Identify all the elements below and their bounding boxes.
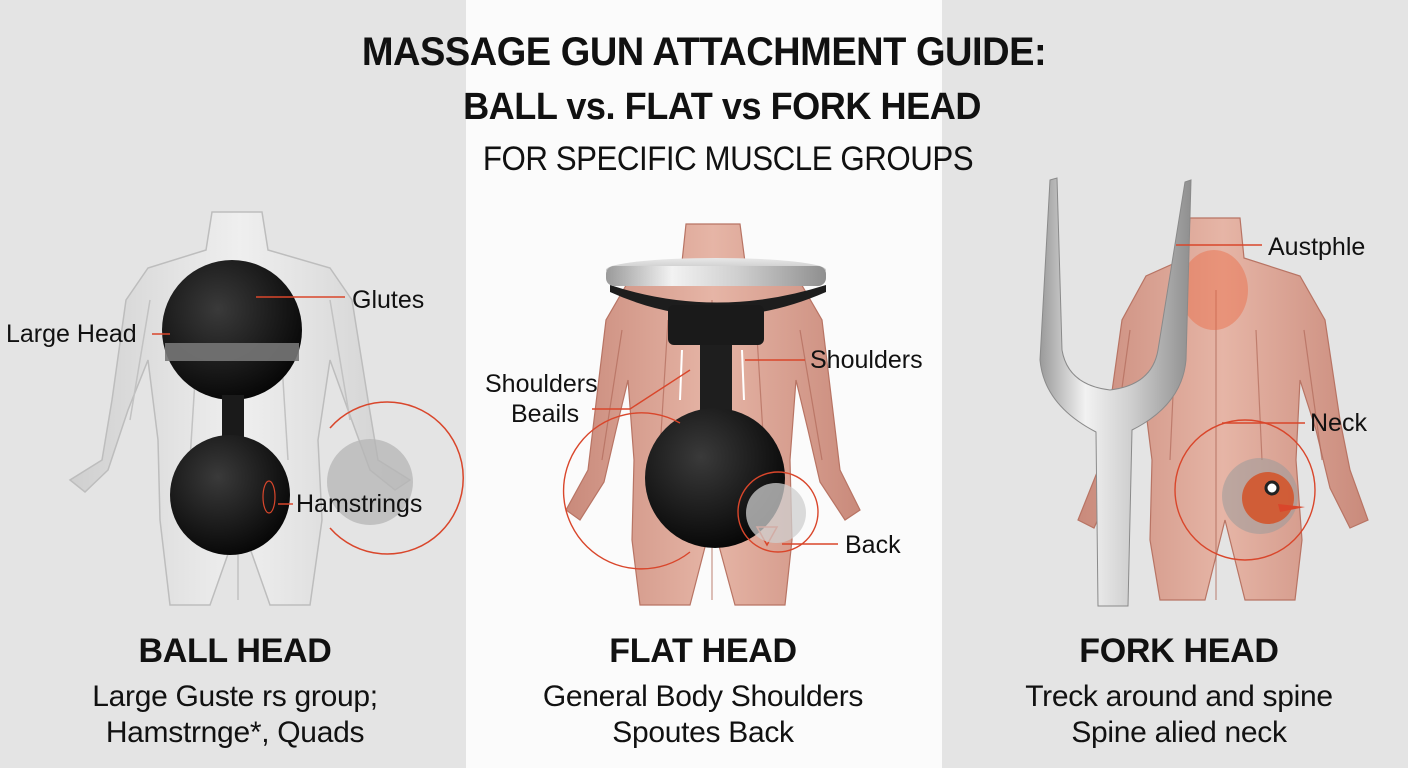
callout-austphle: Austphle (1268, 233, 1366, 261)
callout-shoulders-left: Shoulders (485, 370, 598, 398)
ball-head-attachment (162, 260, 302, 555)
flat-head-caption: FLAT HEAD General Body Shoulders Spoutes… (488, 632, 918, 751)
page-title-comparison: BALL vs. FLAT vs FORK HEAD (463, 86, 981, 128)
flat-head-title: FLAT HEAD (609, 632, 797, 670)
fork-head-title: FORK HEAD (1079, 632, 1279, 670)
flat-head-description-line2: Spoutes Back (612, 716, 794, 749)
flat-focus-area (746, 483, 806, 543)
ball-focus-area (327, 439, 413, 525)
fork-head-attachment (1039, 177, 1192, 607)
fork-head-description-line1: Treck around and spine (1025, 680, 1333, 713)
page-title: MASSAGE GUN ATTACHMENT GUIDE: (361, 30, 1047, 74)
fork-head-caption: FORK HEAD Treck around and spine Spine a… (964, 632, 1394, 751)
fork-zoom-detail (1242, 472, 1294, 524)
ball-head-caption: BALL HEAD Large Guste rs group; Hamstrng… (20, 632, 450, 751)
callout-hamstrings: Hamstrings (296, 490, 423, 518)
callout-shoulders-right: Shoulders (810, 346, 923, 374)
ball-focus-ring (329, 401, 464, 555)
fork-pointer-icon (1278, 504, 1305, 512)
flat-focus-ring-small (737, 471, 819, 553)
callout-neck: Neck (1310, 409, 1367, 437)
ball-head-description-line1: Large Guste rs group; (92, 680, 378, 713)
callout-beails: Beails (511, 400, 580, 428)
flat-head-description-line1: General Body Shoulders (542, 680, 864, 713)
fork-head-description-line2: Spine alied neck (1071, 716, 1287, 749)
callout-back: Back (845, 531, 901, 559)
fork-detail-marker-icon (1264, 480, 1280, 496)
ball-head-description-line2: Hamstrnge*, Quads (105, 716, 365, 749)
flat-focus-ring-large (562, 412, 691, 570)
callout-large-head: Large Head (6, 320, 137, 348)
fork-focus-ring (1174, 419, 1316, 561)
callout-glutes: Glutes (352, 286, 425, 314)
ball-head-title: BALL HEAD (138, 632, 332, 670)
page-subtitle: FOR SPECIFIC MUSCLE GROUPS (482, 140, 974, 178)
shoulders-left-leader-line (629, 369, 691, 410)
